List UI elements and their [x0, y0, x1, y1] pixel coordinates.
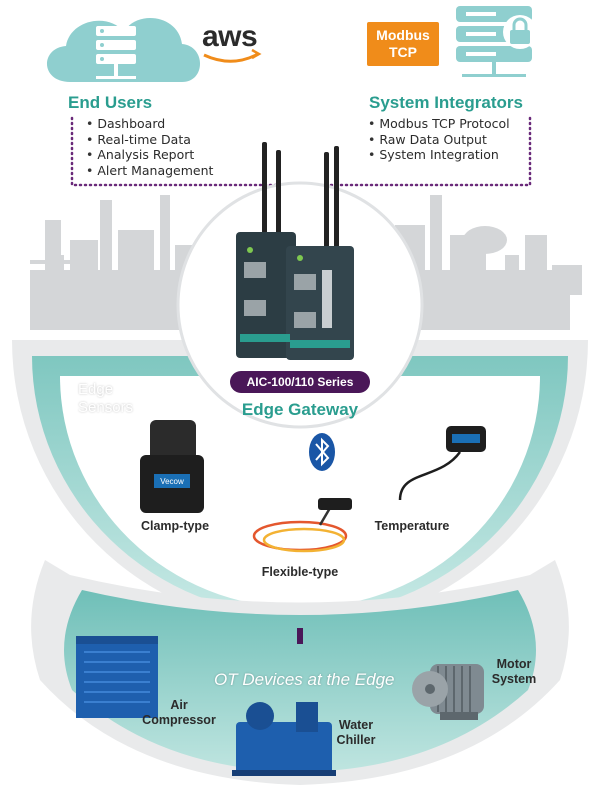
motor-image	[412, 664, 484, 720]
gateway-series-badge: AIC-100/110 Series	[230, 371, 370, 393]
antenna-icons	[262, 142, 339, 254]
air-compressor-line-2: Compressor	[142, 713, 216, 727]
temperature-label: Temperature	[374, 519, 450, 533]
water-chiller-line-1: Water	[338, 718, 374, 732]
modbus-line-1: Modbus	[376, 27, 430, 43]
list-item: System Integration	[368, 147, 510, 163]
clamp-sensor-image: Vecow	[140, 420, 204, 513]
motor-system-line-1: Motor	[496, 657, 532, 671]
ot-devices-band	[31, 560, 569, 785]
system-integrators-title: System Integrators	[369, 93, 523, 112]
water-chiller-label: Water Chiller	[330, 718, 382, 748]
motor-system-line-2: System	[491, 672, 537, 686]
flexible-sensor-image	[252, 498, 352, 553]
water-chiller-line-2: Chiller	[336, 733, 376, 747]
list-item: Modbus TCP Protocol	[368, 116, 509, 132]
edge-sensors-title-line-1: Edge	[78, 381, 114, 398]
modbus-line-2: TCP	[389, 44, 417, 60]
secure-server-icon	[456, 6, 537, 77]
end-users-title: End Users	[68, 93, 153, 112]
flexible-type-label: Flexible-type	[261, 565, 339, 579]
clamp-type-label: Clamp-type	[140, 519, 210, 533]
air-compressor-label: Air Compressor	[134, 698, 224, 728]
aws-smile-icon	[203, 52, 259, 63]
end-users-list: Dashboard Real-time Data Analysis Report…	[86, 116, 213, 178]
list-item: Raw Data Output	[368, 132, 510, 148]
list-item: Analysis Report	[86, 147, 213, 163]
svg-text:Vecow: Vecow	[160, 477, 184, 486]
list-item: Alert Management	[86, 163, 213, 179]
edge-sensors-title: Edge Sensors	[78, 381, 133, 417]
air-compressor-line-1: Air	[170, 698, 188, 712]
edge-sensors-title-line-2: Sensors	[78, 399, 134, 416]
cloud-server-icon	[46, 18, 200, 83]
motor-system-label: Motor System	[484, 657, 544, 687]
air-compressor-image	[76, 636, 158, 718]
modbus-tcp-badge: Modbus TCP	[367, 22, 439, 66]
gateway-device-image	[236, 232, 354, 360]
bluetooth-icon	[309, 433, 335, 471]
water-chiller-image	[232, 702, 336, 776]
aws-logo: aws	[202, 20, 258, 53]
edge-gateway-label: Edge Gateway	[241, 400, 359, 419]
ot-devices-title: OT Devices at the Edge	[214, 670, 395, 689]
list-item: Real-time Data	[86, 132, 213, 148]
system-integrators-list: Modbus TCP Protocol Raw Data Output Syst…	[368, 116, 510, 163]
connector-line	[297, 628, 303, 644]
temperature-sensor-image	[398, 426, 486, 501]
list-item: Dashboard	[86, 116, 213, 132]
